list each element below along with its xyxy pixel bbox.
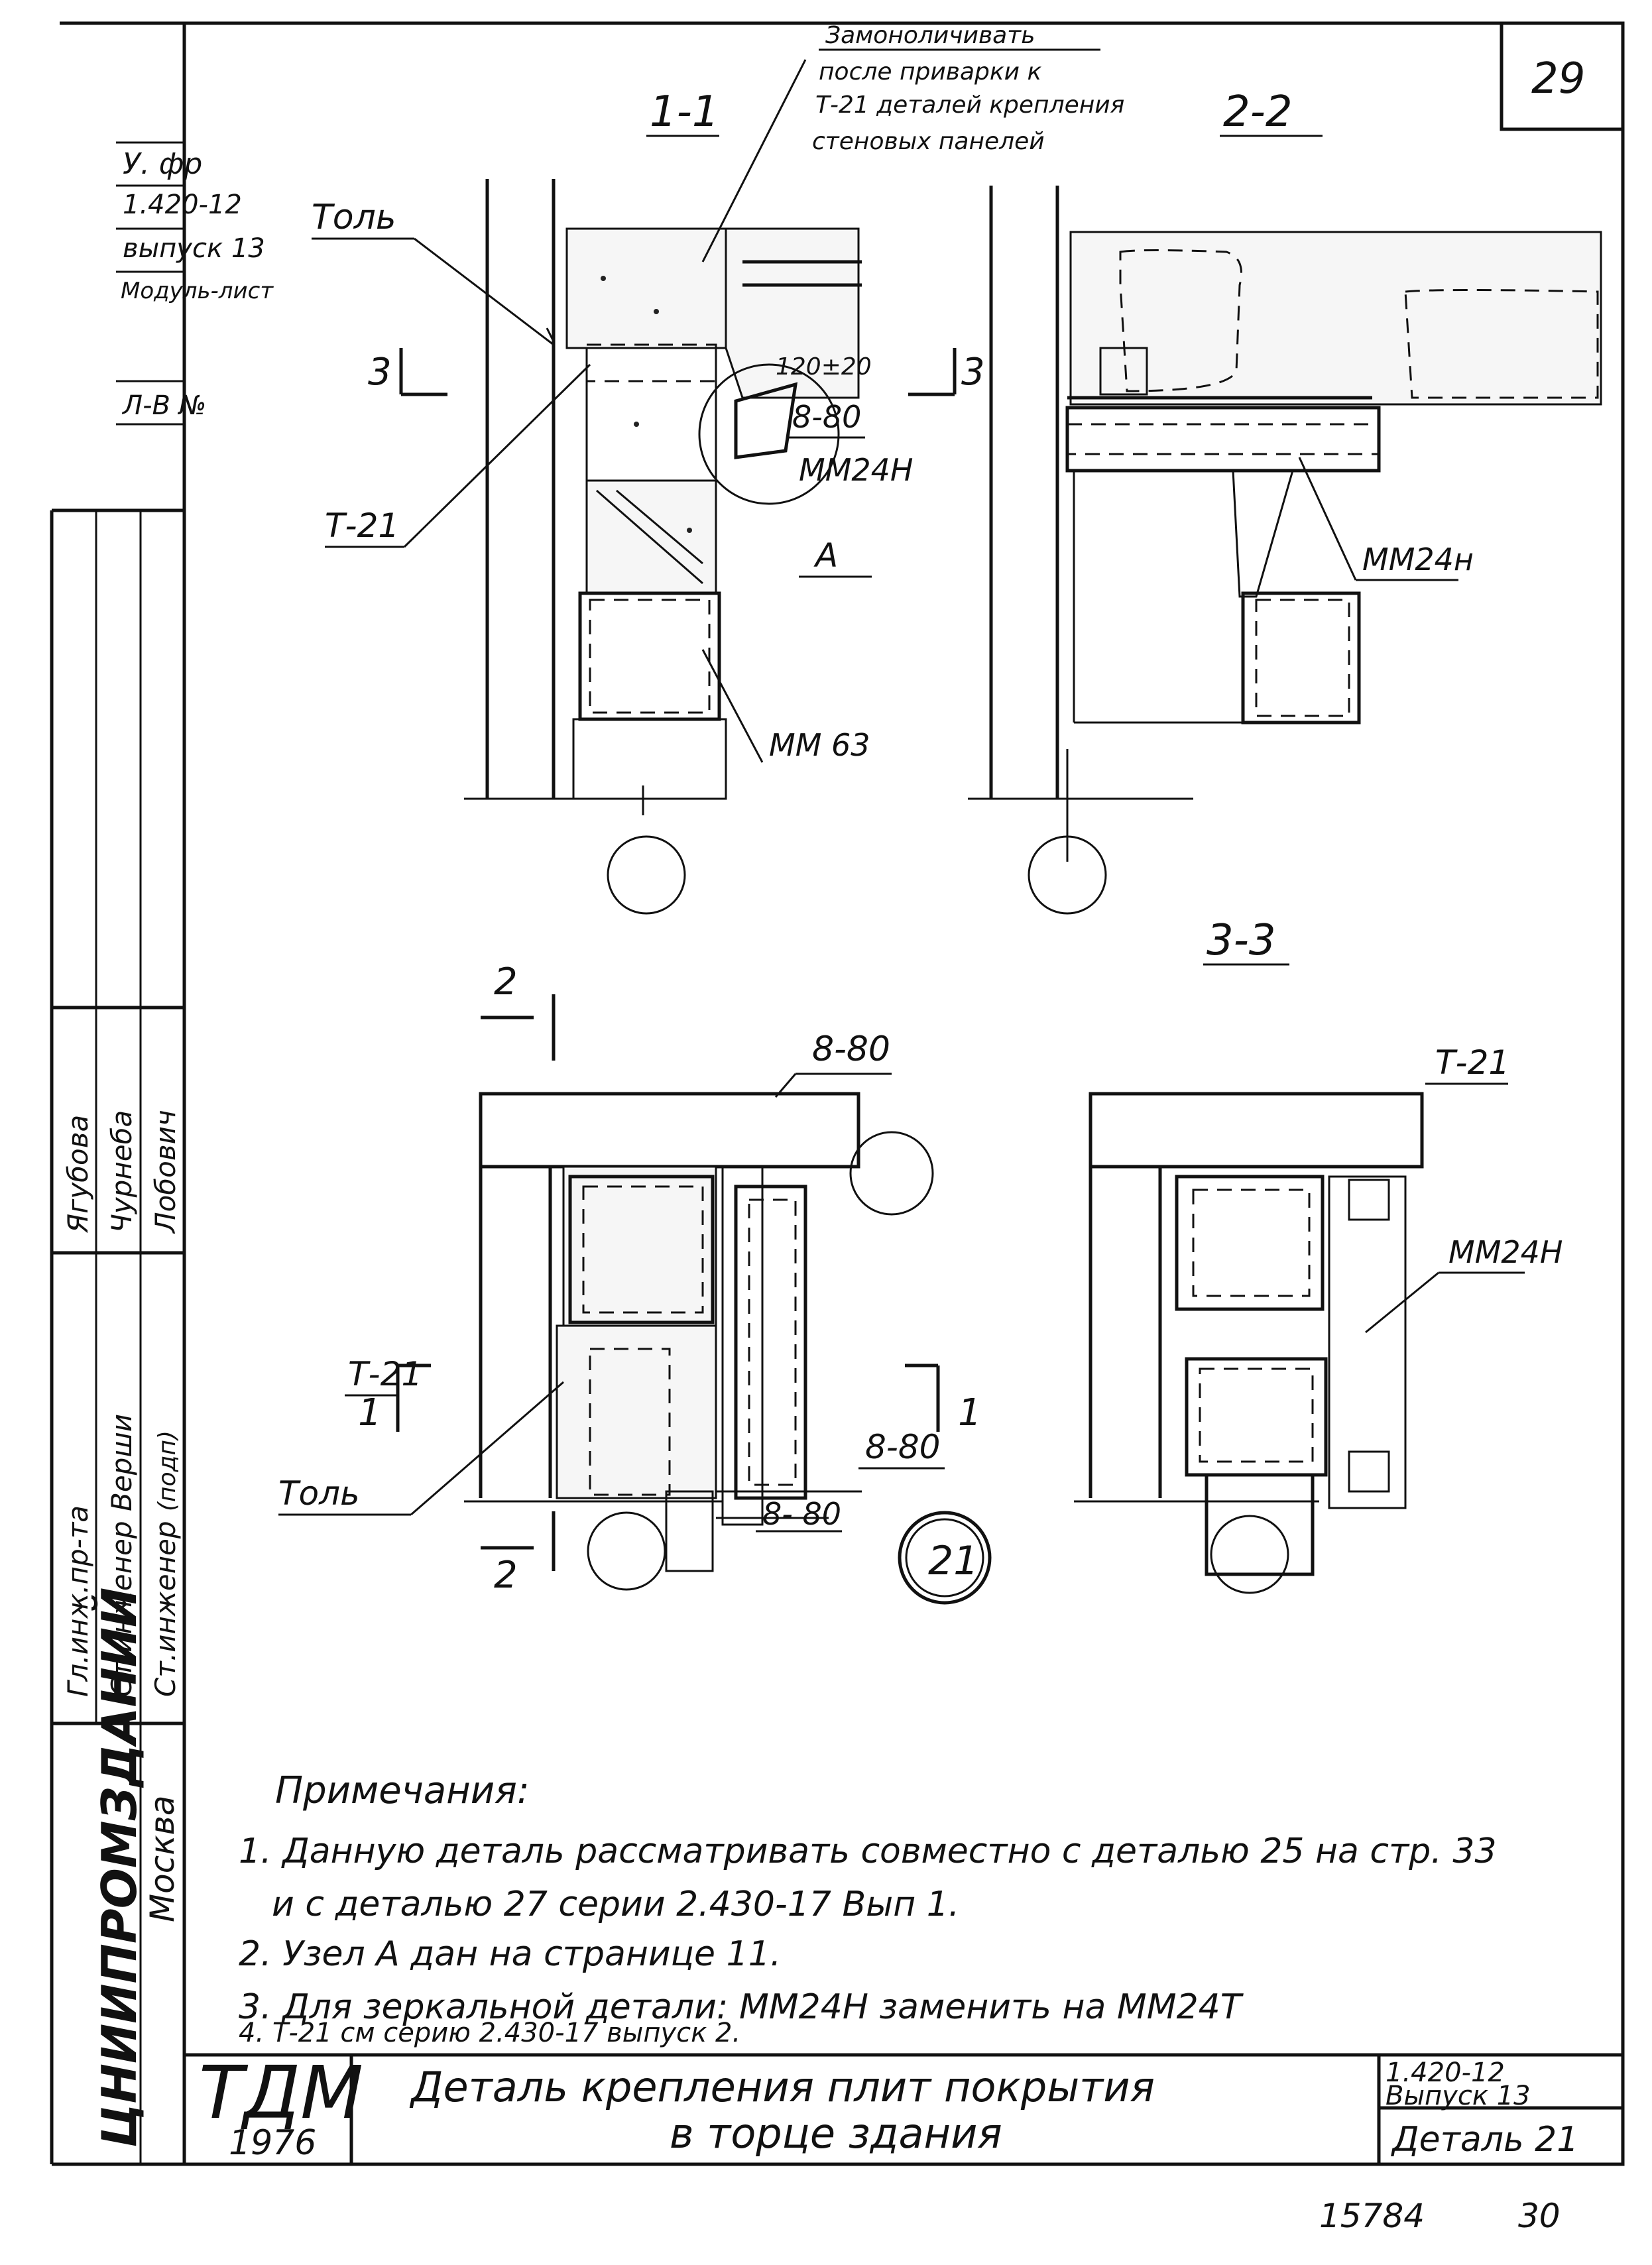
note-monolith-2: после приварки к	[819, 58, 1041, 86]
note-2: 2. Узел А дан на странице 11.	[239, 1934, 781, 1974]
title-logo: ТДМ	[199, 2050, 363, 2135]
mm24h-left-label: ММ24Н	[799, 452, 914, 488]
t21-right-label: Т-21	[1435, 1043, 1509, 1082]
tol-top-label: Толь	[312, 198, 396, 237]
node-a-label: А	[813, 536, 838, 575]
stamp-line-2: 1.420-12	[123, 190, 242, 220]
title-year: 1976	[229, 2123, 316, 2163]
plan-right-drawing	[1074, 1092, 1424, 1594]
stamp-signature-2: (подп)	[154, 1430, 181, 1511]
note-1-cont: и с деталью 27 серии 2.430-17 Вып 1.	[272, 1885, 959, 1924]
drawing-title-line-2: в торце здания	[670, 2109, 1002, 2158]
title-issue: Выпуск 13	[1386, 2081, 1531, 2111]
stamp-line-4: Модуль-лист	[121, 278, 274, 304]
stamp-role-2: Ст.инженер	[105, 1521, 138, 1697]
section-2-2-title: 2-2	[1223, 87, 1293, 137]
weld-8-80-top: 8-80	[792, 399, 861, 435]
stamp-line-1: У. фр	[123, 147, 202, 181]
weld-8-80-low: 8-80	[865, 1428, 940, 1466]
footer-page: 30	[1518, 2197, 1561, 2235]
section-3-3-title: 3-3	[1207, 916, 1276, 965]
note-monolith-4: стеновых панелей	[812, 128, 1045, 155]
cut-3-left: 3	[368, 351, 392, 394]
cut-1-right: 1	[958, 1391, 982, 1434]
section-1-1-drawing	[464, 179, 862, 915]
stamp-name-3: Лобович	[149, 1110, 182, 1234]
cut-2-bottom: 2	[494, 1554, 518, 1597]
stamp-role-3: Ст.инженер	[149, 1521, 182, 1697]
note-monolith-3: Т-21 деталей крепления	[815, 91, 1124, 119]
title-detail: Деталь 21	[1391, 2120, 1578, 2160]
cut-3-right: 3	[961, 351, 985, 394]
tol-bottom-label: Толь	[278, 1474, 360, 1513]
weld-8-80-bottom: 8- 80	[762, 1496, 841, 1532]
org-name: ЦНИИПРОМЗДАНИЙ	[91, 1588, 147, 2148]
cut-2-top: 2	[494, 960, 518, 1004]
stamp-line-3: выпуск 13	[123, 233, 265, 264]
note-3: 3. Для зеркальной детали: ММ24Н заменить…	[239, 1987, 1244, 2027]
sheet-frame	[60, 21, 1625, 2166]
footer-number: 15784	[1319, 2197, 1425, 2235]
page-number: 29	[1531, 54, 1585, 103]
detail-ref-number: 21	[928, 1538, 978, 1584]
org-city: Москва	[143, 1795, 182, 1922]
drawing-title-line-1: Деталь крепления плит покрытия	[409, 2063, 1155, 2111]
stamp-name-2: Ягубова	[62, 1115, 94, 1234]
t21-left-label: Т-21	[348, 1355, 422, 1393]
weld-8-80-mid: 8-80	[812, 1029, 890, 1069]
mm24h-right-label: ММ24Н	[1448, 1234, 1563, 1270]
mm24h-mid-label: ММ24н	[1362, 542, 1474, 577]
dim-120-label: 120±20	[776, 353, 872, 380]
note-1: 1. Данную деталь рассматривать совместно…	[239, 1831, 1497, 1871]
plan-left-drawing	[464, 1092, 992, 1605]
title-block	[184, 2053, 1623, 2164]
mm63-label: ММ 63	[769, 727, 870, 763]
title-series: 1.420-12	[1386, 2058, 1505, 2088]
notes-heading: Примечания:	[275, 1769, 530, 1812]
t21-top-label: Т-21	[325, 506, 399, 545]
note-4: 4. Т-21 см серию 2.430-17 выпуск 2.	[239, 2018, 740, 2048]
stamp-role-1: Гл.инж.пр-та	[62, 1505, 94, 1697]
section-1-1-title: 1-1	[650, 87, 719, 137]
section-2-2-drawing	[968, 186, 1602, 915]
stamp-line-5: Л-В №	[121, 390, 206, 421]
stamp-name-1: Чурнеба	[105, 1110, 138, 1233]
side-stamp	[50, 141, 184, 2166]
stamp-signature-1: Верши	[105, 1414, 138, 1511]
note-monolith-1: Замоноличивать	[825, 22, 1035, 49]
cut-1-left: 1	[358, 1391, 382, 1434]
